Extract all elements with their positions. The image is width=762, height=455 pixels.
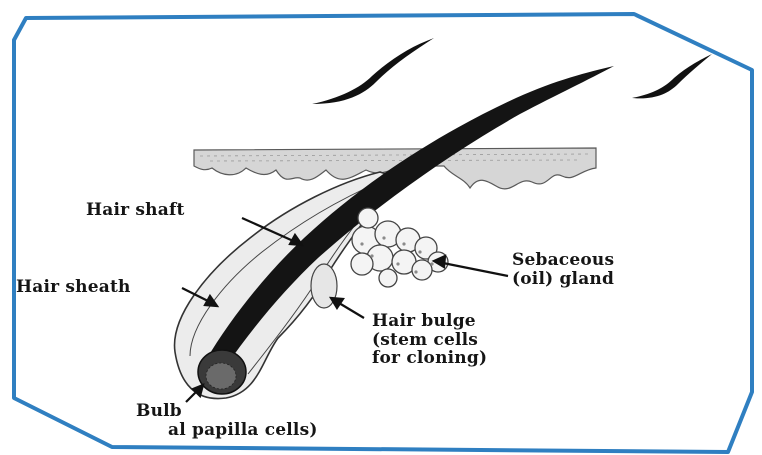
label-bulb-line1: Bulb [136,402,182,421]
dermal-papilla-texture [206,363,236,389]
label-hair-bulge-line1: Hair bulge [372,312,476,331]
label-sebaceous-line1: Sebaceous [512,251,614,270]
label-hair-bulge-line3: for cloning) [372,349,487,368]
label-bulb-line2: al papilla cells) [168,421,318,440]
label-hair-shaft: Hair shaft [86,201,185,220]
label-sebaceous-line2: (oil) gland [512,270,614,289]
label-hair-sheath: Hair sheath [16,278,131,297]
